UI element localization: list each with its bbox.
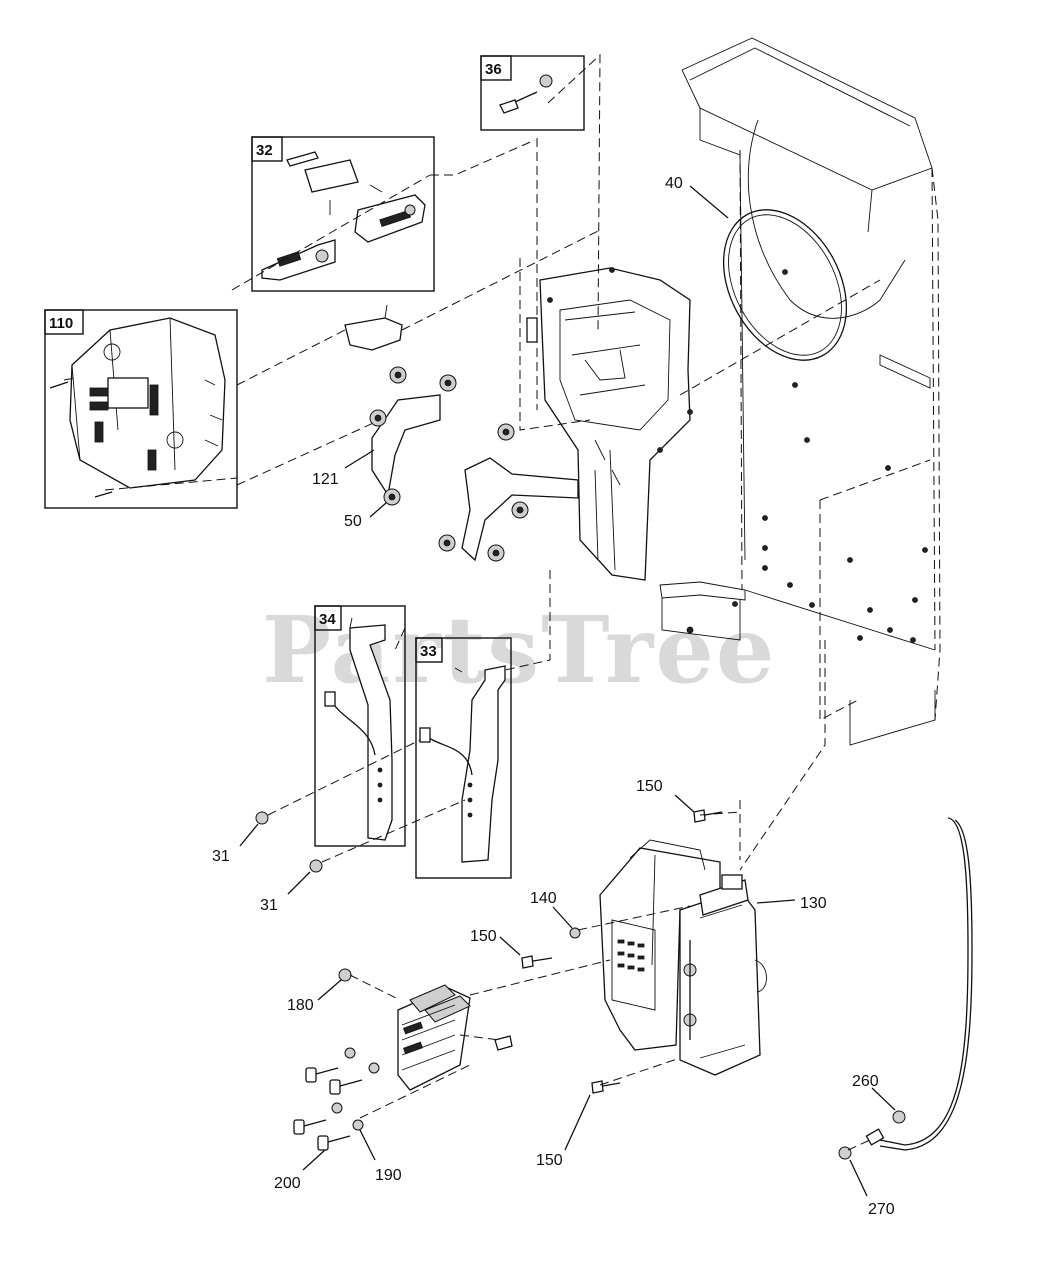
callout-31-lower: 31 [260,897,278,914]
callout-50: 50 [344,513,362,530]
callout-190: 190 [375,1167,402,1184]
generator-housing [659,37,941,746]
box-label-34: 34 [319,611,336,628]
watermark: PartsTree [262,596,776,704]
gasket-ring-40 [722,209,848,361]
bracket-121 [344,304,441,497]
callout-180: 180 [287,997,314,1014]
box-label-110: 110 [49,315,73,332]
callout-31-upper: 31 [212,848,230,865]
callout-box-34: 34 [314,605,406,847]
screws-and-washers [293,1047,380,1151]
small-hardware [255,809,906,1160]
box-label-32: 32 [256,142,273,159]
callout-150-lower: 150 [536,1152,563,1169]
callout-40: 40 [665,175,683,192]
callout-150-upper: 150 [636,778,663,795]
callout-box-36: 36 [480,55,585,131]
callout-box-33: 33 [415,637,512,879]
callout-200: 200 [274,1175,301,1192]
alignment-lines [63,53,881,1151]
leader-lines [239,185,896,1197]
callout-labels: 40 121 50 31 31 150 140 130 150 180 200 … [212,175,895,1218]
callout-260: 260 [852,1073,879,1090]
box-label-33: 33 [420,643,437,660]
heat-sink-180 [338,968,513,1091]
center-mounting-bracket [526,267,693,581]
callout-box-110: 110 [44,309,238,509]
callout-150-middle: 150 [470,928,497,945]
bent-strap [461,457,579,562]
callout-130: 130 [800,895,827,912]
ground-wire [865,817,973,1151]
callout-140: 140 [530,890,557,907]
callout-box-32: 32 [251,136,435,292]
control-box-130 [599,839,767,1076]
callout-121: 121 [312,471,339,488]
box-label-36: 36 [485,61,502,78]
hex-nuts [369,366,529,562]
callout-270: 270 [868,1201,895,1218]
